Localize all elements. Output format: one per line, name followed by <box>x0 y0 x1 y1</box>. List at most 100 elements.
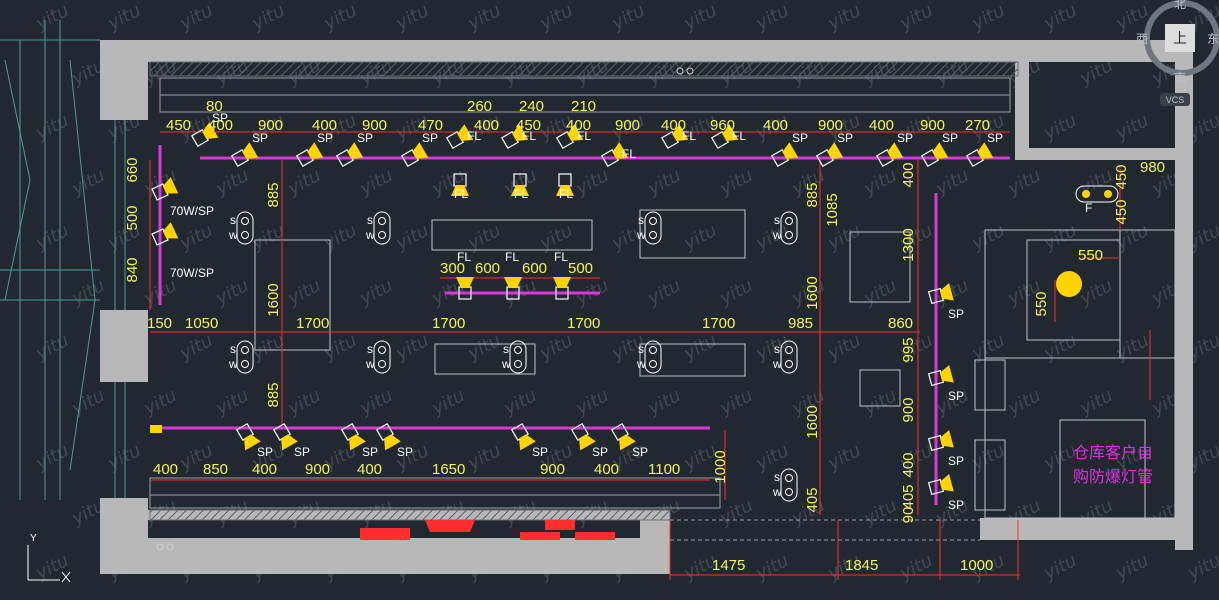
dimension-label: 995 <box>900 337 917 362</box>
dimension-label: 300 <box>440 260 465 277</box>
compass-center-button[interactable] <box>1165 24 1195 52</box>
watermark-text: yitu <box>932 165 973 200</box>
watermark-text: yitu <box>1112 330 1153 365</box>
watermark-text: yitu <box>1076 275 1117 310</box>
watermark-text: yitu <box>644 385 685 420</box>
watermark-text: yitu <box>32 0 73 35</box>
dimension-label: 885 <box>265 182 282 207</box>
dimension-label: 860 <box>888 315 913 332</box>
watermark-text: yitu <box>716 495 757 530</box>
dimension-label: 400 <box>661 117 686 134</box>
socket-s-label: s <box>367 342 373 356</box>
spotlight-icon: SP <box>335 131 373 168</box>
light-tracks <box>150 145 1010 505</box>
watermark-text: yitu <box>428 385 469 420</box>
fixture-label: F <box>1085 201 1092 215</box>
socket-icon: sw <box>636 340 662 374</box>
fixture-label: SP <box>837 131 853 145</box>
watermark-text: yitu <box>824 0 865 35</box>
top-shelving <box>159 67 1011 113</box>
fixture-label: FL <box>454 187 468 201</box>
watermark-text: yitu <box>968 0 1009 35</box>
spotlight-icon: FL <box>511 173 529 201</box>
watermark-text: yitu <box>680 220 721 255</box>
watermark-text: yitu <box>1040 0 1081 35</box>
dimension-label: 400 <box>474 117 499 134</box>
socket-w-label: w <box>636 357 646 371</box>
note-line-2: 购防爆灯管 <box>1073 467 1153 486</box>
watermark-text: yitu <box>32 330 73 365</box>
fan-light-icon <box>1075 185 1119 203</box>
fixture-label: SP <box>987 131 1003 145</box>
watermark-text: yitu <box>392 0 433 35</box>
watermark-text: yitu <box>284 385 325 420</box>
dimension-label: 450 <box>516 117 541 134</box>
fixture-label: FL <box>467 129 481 143</box>
dimension-label: 270 <box>965 117 990 134</box>
watermark-text: yitu <box>968 440 1009 475</box>
dimension-label: 1475 <box>712 557 745 574</box>
dimension-label: 400 <box>594 461 619 478</box>
fixture-label: SP <box>632 445 648 459</box>
socket-icon: sw <box>365 340 391 374</box>
watermark-text: yitu <box>392 220 433 255</box>
dimension-label: 1700 <box>702 315 735 332</box>
socket-w-label: w <box>365 357 375 371</box>
fixture-label: SP <box>362 445 378 459</box>
watermark-text: yitu <box>356 165 397 200</box>
spotlight-icon: SP <box>875 131 913 168</box>
dimension-label: 1300 <box>900 228 917 261</box>
fixture-label: FL <box>622 147 636 161</box>
spotlight-icon: FL <box>710 124 746 150</box>
dimension-label: 885 <box>804 182 821 207</box>
watermark-text: yitu <box>284 275 325 310</box>
dimension-label: 1085 <box>824 193 841 226</box>
compass-center-label: 上 <box>1173 30 1187 46</box>
spotlight-icon: SP <box>770 131 808 168</box>
watermark-text: yitu <box>68 385 109 420</box>
dimension-label: 500 <box>568 260 593 277</box>
dimension-label: 450 <box>166 117 191 134</box>
dimension-label: 600 <box>522 260 547 277</box>
watermark-text: yitu <box>1112 110 1153 145</box>
socket-s-label: s <box>638 213 644 227</box>
spotlight-icon: SP <box>920 131 958 168</box>
socket-s-label: s <box>367 213 373 227</box>
fixture-label: SP <box>212 111 228 125</box>
socket-w-label: w <box>228 357 238 371</box>
watermark-text: yitu <box>32 220 73 255</box>
compass-west-label: 西 <box>1136 32 1148 46</box>
watermark-text: yitu <box>644 165 685 200</box>
spotlight-icon: FL <box>555 124 591 150</box>
watermark-text: yitu <box>104 440 145 475</box>
fixture-label: 70W/SP <box>170 204 214 218</box>
dimension-label: 405 <box>804 487 821 512</box>
watermark-text: yitu <box>968 220 1009 255</box>
watermark-text: yitu <box>284 165 325 200</box>
fixture-label: SP <box>252 131 268 145</box>
compass-badge: VCS <box>1166 95 1185 105</box>
watermark-text: yitu <box>500 385 541 420</box>
spotlight-icon: SP <box>570 422 608 459</box>
entrance-marks <box>150 425 615 551</box>
dimension-label: 1845 <box>845 557 878 574</box>
fixture-label: SP <box>948 389 964 403</box>
watermark-text: yitu <box>1040 550 1081 585</box>
socket-s-label: s <box>230 342 236 356</box>
socket-icon: sw <box>772 468 798 502</box>
compass-widget[interactable]: 上 北 南 西 东 VCS <box>1136 0 1219 106</box>
watermark-text: yitu <box>572 165 613 200</box>
dimension-label: 900 <box>818 117 843 134</box>
socket-w-label: w <box>228 228 238 242</box>
compass-south-label: 南 <box>1174 70 1186 85</box>
watermark-text: yitu <box>1040 330 1081 365</box>
dimension-label: 450 <box>1113 199 1130 224</box>
watermark-text: yitu <box>1040 110 1081 145</box>
dimension-label: 1100 <box>648 461 680 478</box>
watermark-text: yitu <box>1004 165 1045 200</box>
dimension-label: 400 <box>208 117 233 134</box>
dimension-label: 240 <box>519 98 544 115</box>
spotlight-icon: FL <box>660 124 696 150</box>
